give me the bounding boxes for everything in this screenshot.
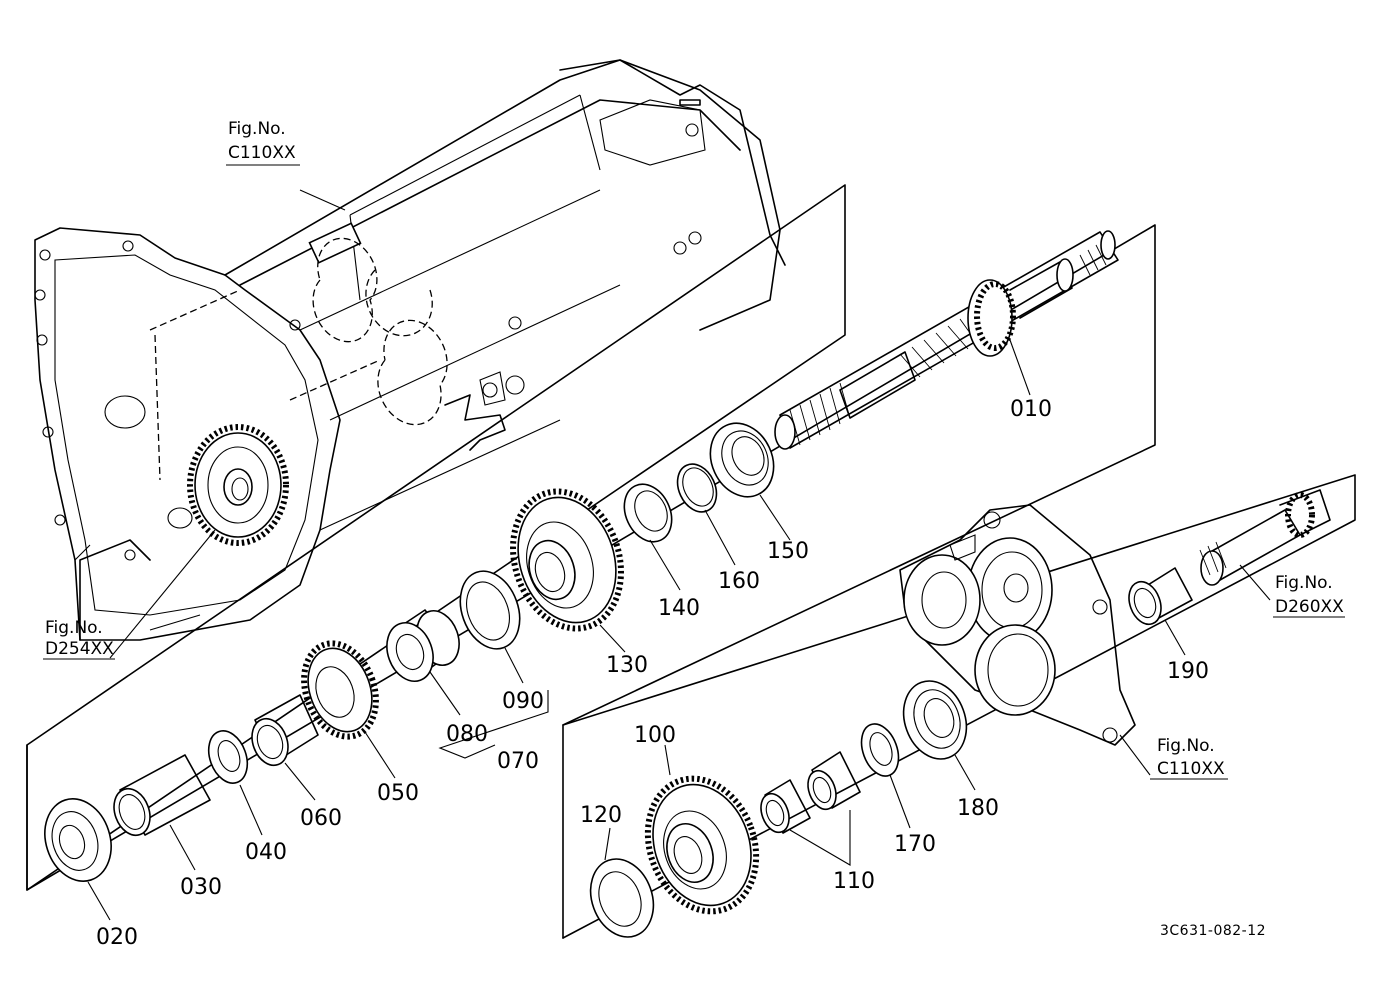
- label-080: 080: [446, 722, 488, 747]
- ref-c110-top-prefix: Fig.No.: [228, 119, 286, 139]
- label-170: 170: [894, 832, 936, 857]
- needle-bearing-110-a: [807, 751, 861, 811]
- label-050: 050: [377, 781, 419, 806]
- drawing-code: 3C631-082-12: [1160, 923, 1266, 939]
- part-labels: 010 020 030 040 050 060 070 080 090 100 …: [96, 397, 1209, 950]
- label-130: 130: [606, 653, 648, 678]
- gear-050: [301, 640, 379, 740]
- label-030: 030: [180, 875, 222, 900]
- input-shaft-stub: [1199, 489, 1331, 586]
- label-020: 020: [96, 925, 138, 950]
- gear-130: [510, 488, 624, 632]
- ref-d260-prefix: Fig.No.: [1275, 573, 1333, 593]
- bush-060: [251, 694, 319, 767]
- label-070: 070: [497, 749, 539, 774]
- housing-gear: [187, 424, 289, 546]
- washer-040: [207, 730, 249, 784]
- label-040: 040: [245, 840, 287, 865]
- sleeve-030: [113, 754, 211, 837]
- gear-100: [644, 775, 760, 915]
- label-180: 180: [957, 796, 999, 821]
- frame-housing: [26, 184, 846, 891]
- ring-140: [623, 483, 673, 543]
- frame-shaft: [26, 224, 1156, 939]
- ring-160: [676, 463, 718, 513]
- ref-c110-top-code: C110XX: [228, 143, 296, 163]
- label-120: 120: [580, 803, 622, 828]
- rear-cover: [899, 504, 1136, 746]
- ref-c110-right[interactable]: Fig.No. C110XX: [1150, 736, 1228, 780]
- label-160: 160: [718, 569, 760, 594]
- bearing-020: [44, 798, 112, 882]
- ref-c110-top[interactable]: Fig.No. C110XX: [226, 119, 300, 166]
- collar-120: [589, 858, 655, 938]
- label-060: 060: [300, 806, 342, 831]
- label-010: 010: [1010, 397, 1052, 422]
- hub-080: [386, 609, 460, 682]
- ref-d260[interactable]: Fig.No. D260XX: [1273, 573, 1345, 618]
- main-shaft: [774, 230, 1119, 450]
- ring-170: [860, 723, 900, 777]
- bush-190: [1128, 567, 1193, 626]
- transmission-housing: [34, 59, 786, 641]
- leader-lines: [87, 189, 1271, 921]
- ref-d254-code: D254XX: [45, 639, 114, 659]
- bearing-150: [709, 422, 775, 498]
- ref-c110-right-code: C110XX: [1157, 759, 1225, 779]
- bearing-180: [902, 680, 968, 760]
- ref-d254[interactable]: Fig.No. D254XX: [43, 618, 115, 660]
- collar-090: [459, 570, 521, 650]
- ref-d260-code: D260XX: [1275, 597, 1344, 617]
- label-110: 110: [833, 869, 875, 894]
- label-190: 190: [1167, 659, 1209, 684]
- ref-d254-prefix: Fig.No.: [45, 618, 103, 638]
- label-090: 090: [502, 689, 544, 714]
- figure-references: Fig.No. C110XX Fig.No. D254XX Fig.No. D2…: [43, 119, 1345, 780]
- label-100: 100: [634, 723, 676, 748]
- ref-c110-right-prefix: Fig.No.: [1157, 736, 1215, 756]
- label-150: 150: [767, 539, 809, 564]
- needle-bearing-110-b: [760, 779, 811, 834]
- label-140: 140: [658, 596, 700, 621]
